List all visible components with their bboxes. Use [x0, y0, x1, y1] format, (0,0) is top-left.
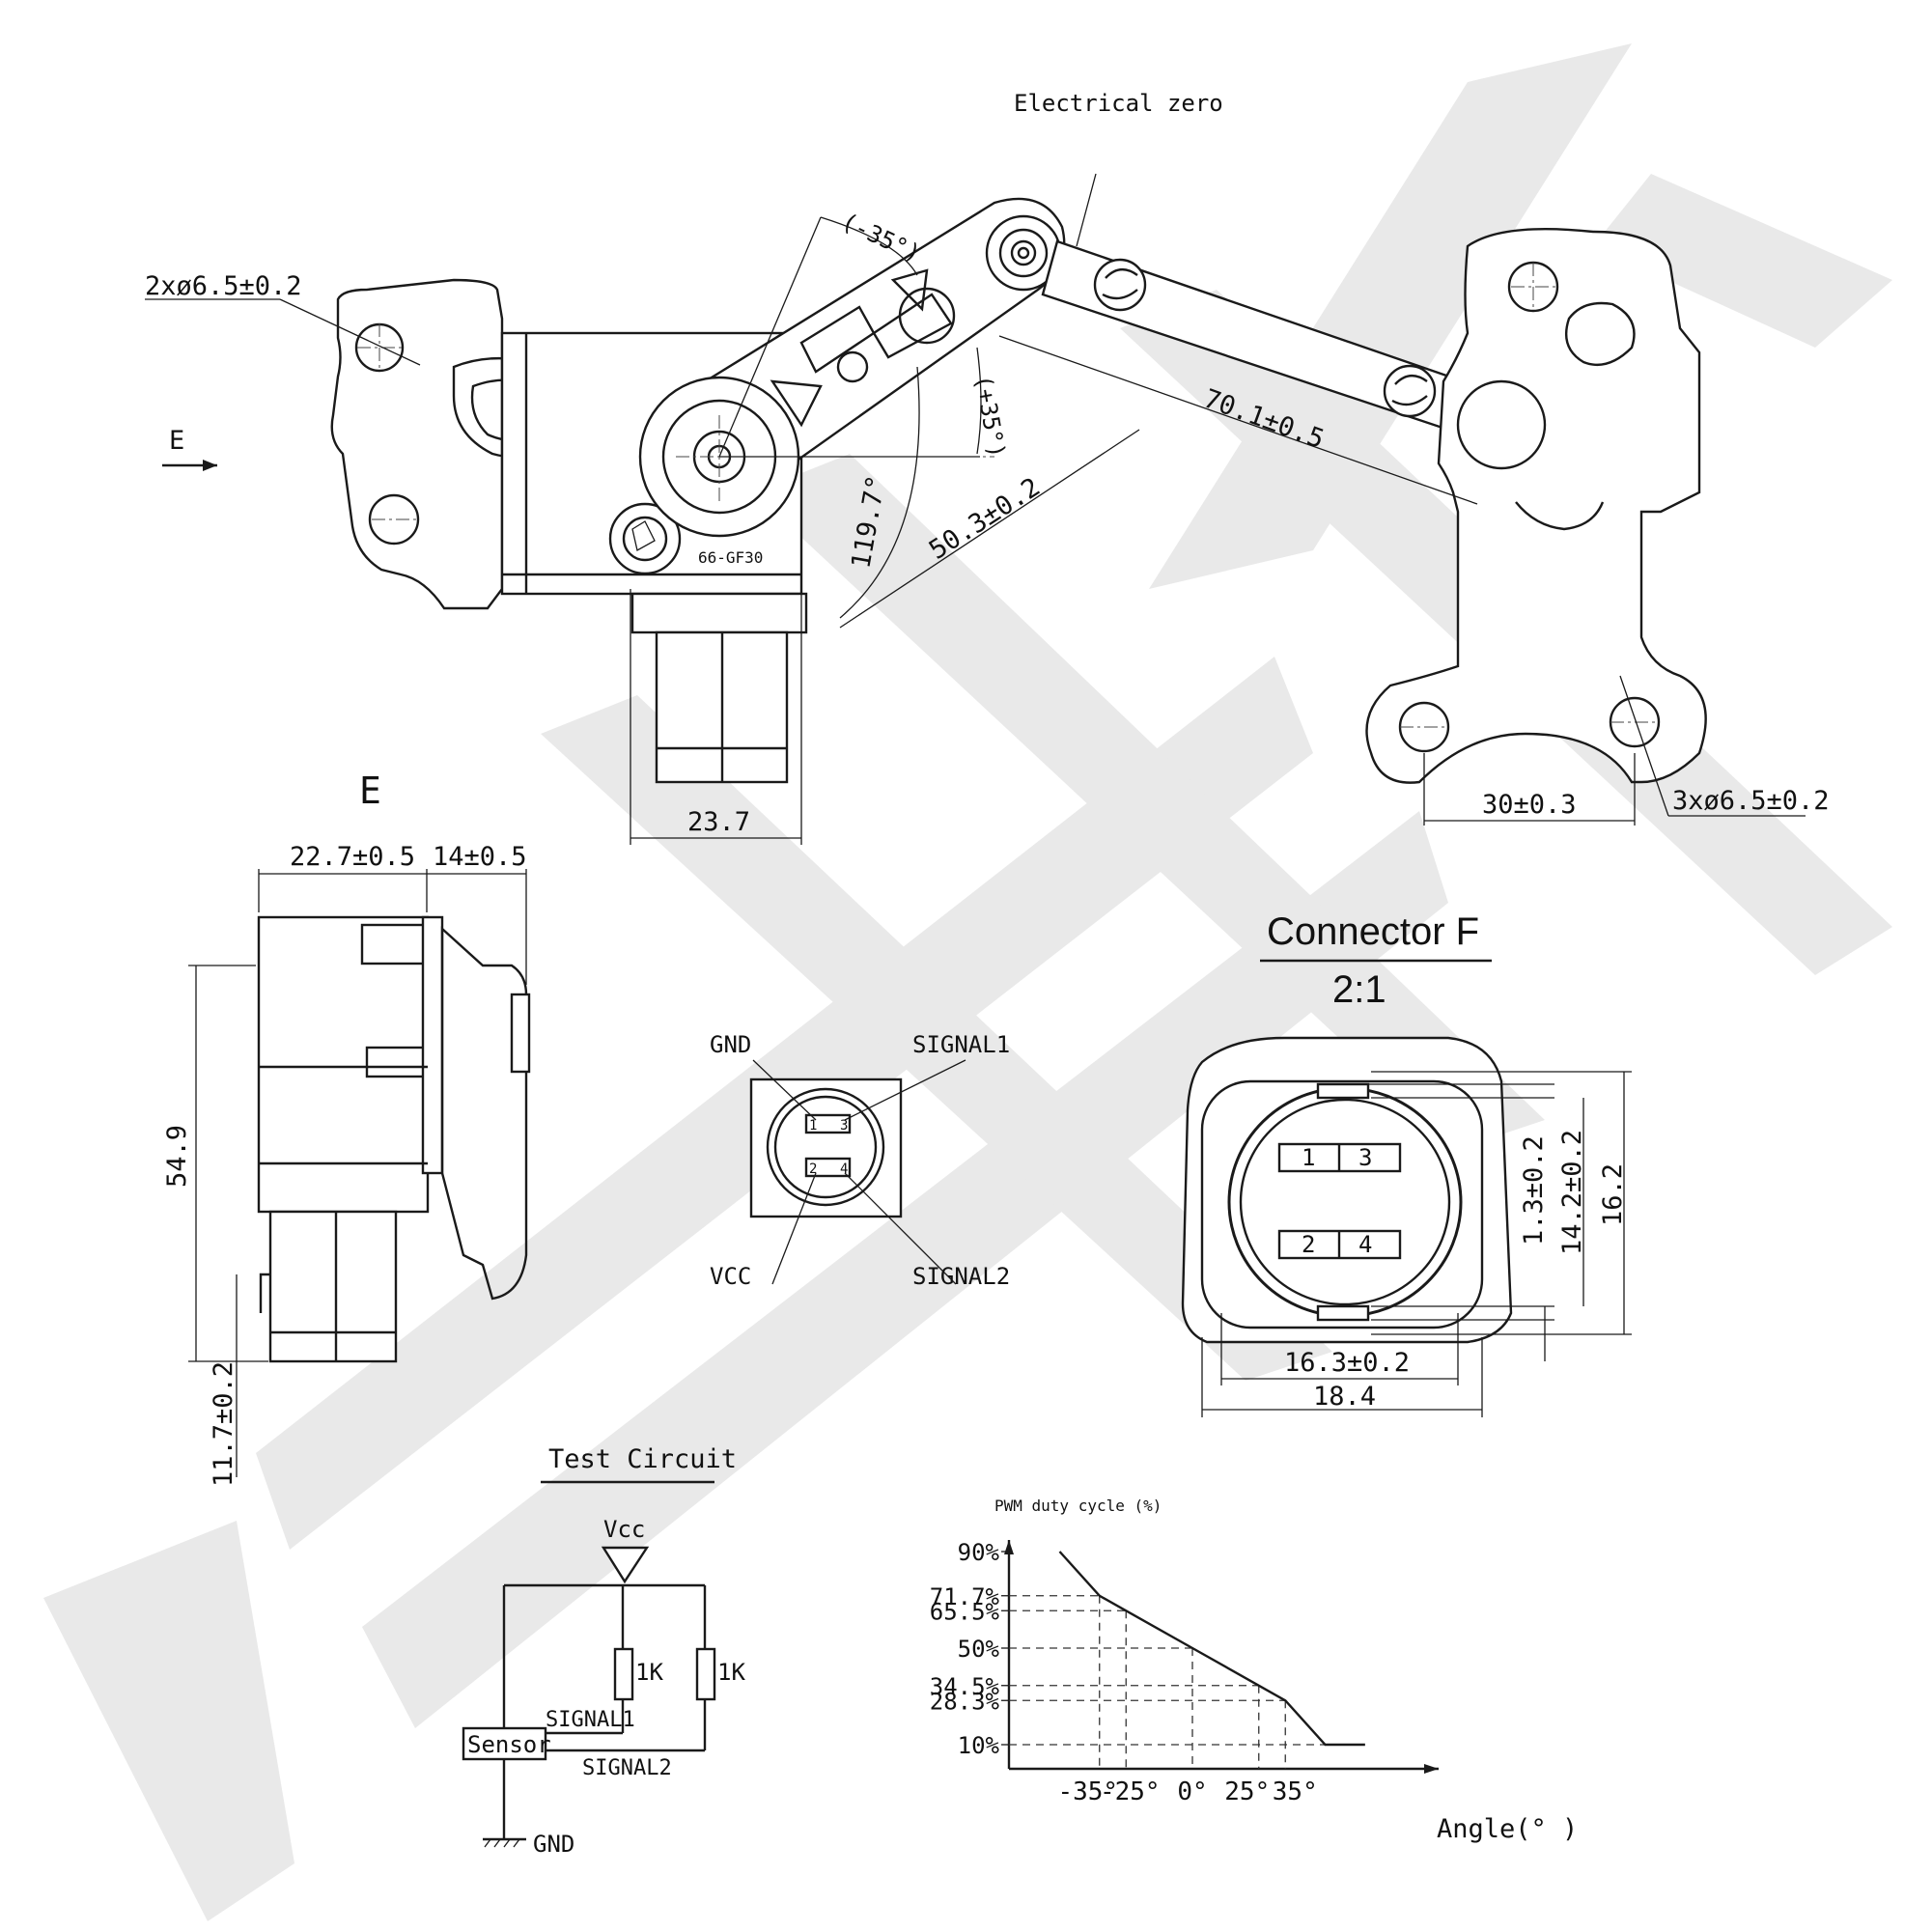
side-height-dim: 54.9: [162, 1125, 192, 1188]
signal1-label: SIGNAL1: [546, 1708, 635, 1732]
chart-y-tick-label-2: 65.5%: [930, 1598, 1000, 1625]
chart-y-tick-label-3: 50%: [958, 1636, 1000, 1663]
left-bracket: [330, 278, 504, 610]
arm-length-dim: 50.3±0.2: [924, 472, 1046, 566]
side-width-b-dim: 14±0.5: [433, 842, 527, 872]
vcc-label: Vcc: [603, 1516, 645, 1543]
right-holes-dim: 3xø6.5±0.2: [1672, 786, 1830, 816]
electrical-zero-label: Electrical zero: [1014, 90, 1223, 117]
gnd-label: GND: [533, 1831, 574, 1858]
svg-text:2: 2: [1302, 1231, 1315, 1258]
chart-y-tick-label-6: 10%: [958, 1732, 1000, 1759]
chart-y-tick-label-1: 71.7%: [930, 1583, 1000, 1610]
chart-series-line: [1058, 1551, 1365, 1747]
test-circuit: Test Circuit Vcc 1K 1K Sensor SIGNAL1 SI…: [462, 1444, 745, 1858]
r2-label: 1K: [717, 1659, 745, 1686]
svg-text:1: 1: [809, 1118, 817, 1133]
chart-x-tick-label-2: 0°: [1177, 1777, 1207, 1806]
chart-y-title: PWM duty cycle (%): [994, 1497, 1162, 1515]
side-view: E 22.7±0.5 14±0.5 54.9 11.7±0.2: [162, 770, 531, 1487]
svg-text:2: 2: [809, 1161, 817, 1177]
housing-screw: [608, 502, 682, 575]
svg-text:1: 1: [1302, 1144, 1315, 1171]
left-hole-bottom: [368, 493, 420, 546]
right-bracket: [1365, 227, 1707, 784]
neg-angle-label: (-35°): [837, 208, 924, 267]
connector-width-dim: 23.7: [687, 807, 750, 837]
side-offset-dim: 11.7±0.2: [209, 1361, 238, 1487]
side-view-title: E: [359, 770, 381, 812]
rod-end-joint: [1456, 379, 1547, 470]
chart-x-axis-arrow: [1424, 1764, 1439, 1774]
sensor-label: Sensor: [467, 1731, 551, 1758]
chart-x-title: Angle(° ): [1437, 1814, 1578, 1844]
pinout-view: 1 3 2 4 GND SIGNAL1 VCC SIGNAL2: [710, 1031, 1010, 1290]
top-view: 66-GF30: [145, 90, 1830, 845]
chart-x-tick-label-4: 35°: [1273, 1777, 1318, 1806]
chart-y-axis-arrow: [1004, 1540, 1014, 1554]
side-width-a-dim: 22.7±0.5: [290, 842, 415, 872]
view-arrow-label: E: [169, 426, 184, 456]
rod-clip-right: [1383, 364, 1437, 418]
svg-text:3: 3: [1358, 1144, 1372, 1171]
pwm-chart: PWM duty cycle (%) Angle(° ) 90% 71.7%65.…: [930, 1497, 1579, 1844]
svg-text:4: 4: [1358, 1231, 1372, 1258]
connector-outer-width-dim: 18.4: [1313, 1382, 1376, 1412]
chart-x-tick-label-3: 25°: [1224, 1777, 1270, 1806]
connector-key-dim: 1.3±0.2: [1519, 1135, 1549, 1245]
left-holes-dim: 2xø6.5±0.2: [145, 271, 302, 301]
chart-x-tick-label-0: -35°: [1057, 1777, 1118, 1806]
chart-y-tick-label-0: 90%: [958, 1539, 1000, 1566]
connector-outer-height-dim: 16.2: [1598, 1163, 1628, 1226]
pin-signal1-label: SIGNAL1: [912, 1031, 1010, 1058]
test-circuit-title: Test Circuit: [548, 1444, 737, 1474]
connector-inner-width-dim: 16.3±0.2: [1284, 1348, 1410, 1378]
rod-clip-left: [1093, 258, 1147, 312]
connector-title: Connector F: [1267, 910, 1479, 953]
svg-text:4: 4: [840, 1161, 848, 1177]
connector-inner-height-dim: 14.2±0.2: [1557, 1130, 1587, 1255]
lever-ribs: [770, 268, 956, 428]
pin-signal2-label: SIGNAL2: [912, 1263, 1010, 1290]
connector-scale: 2:1: [1332, 968, 1386, 1011]
r1-label: 1K: [635, 1659, 663, 1686]
chart-x-tick-label-1: -25°: [1100, 1777, 1161, 1806]
connector-housing: [630, 592, 808, 634]
pin-vcc-label: VCC: [710, 1263, 751, 1290]
hole-spacing-dim: 30±0.3: [1482, 790, 1577, 820]
chart-y-tick-label-5: 28.3%: [930, 1688, 1000, 1715]
connector-pins: 1 3 2 4: [1277, 1142, 1402, 1260]
chart-y-tick-label-4: 34.5%: [930, 1673, 1000, 1700]
pin-gnd-label: GND: [710, 1031, 751, 1058]
pos-angle-label: (+35°): [969, 373, 1011, 460]
material-mark: 66-GF30: [698, 548, 763, 567]
connector-detail: Connector F 2:1 1 3 2 4 16.3±0.2 18.4: [1181, 910, 1632, 1417]
signal2-label: SIGNAL2: [582, 1756, 672, 1780]
svg-text:3: 3: [840, 1118, 848, 1133]
